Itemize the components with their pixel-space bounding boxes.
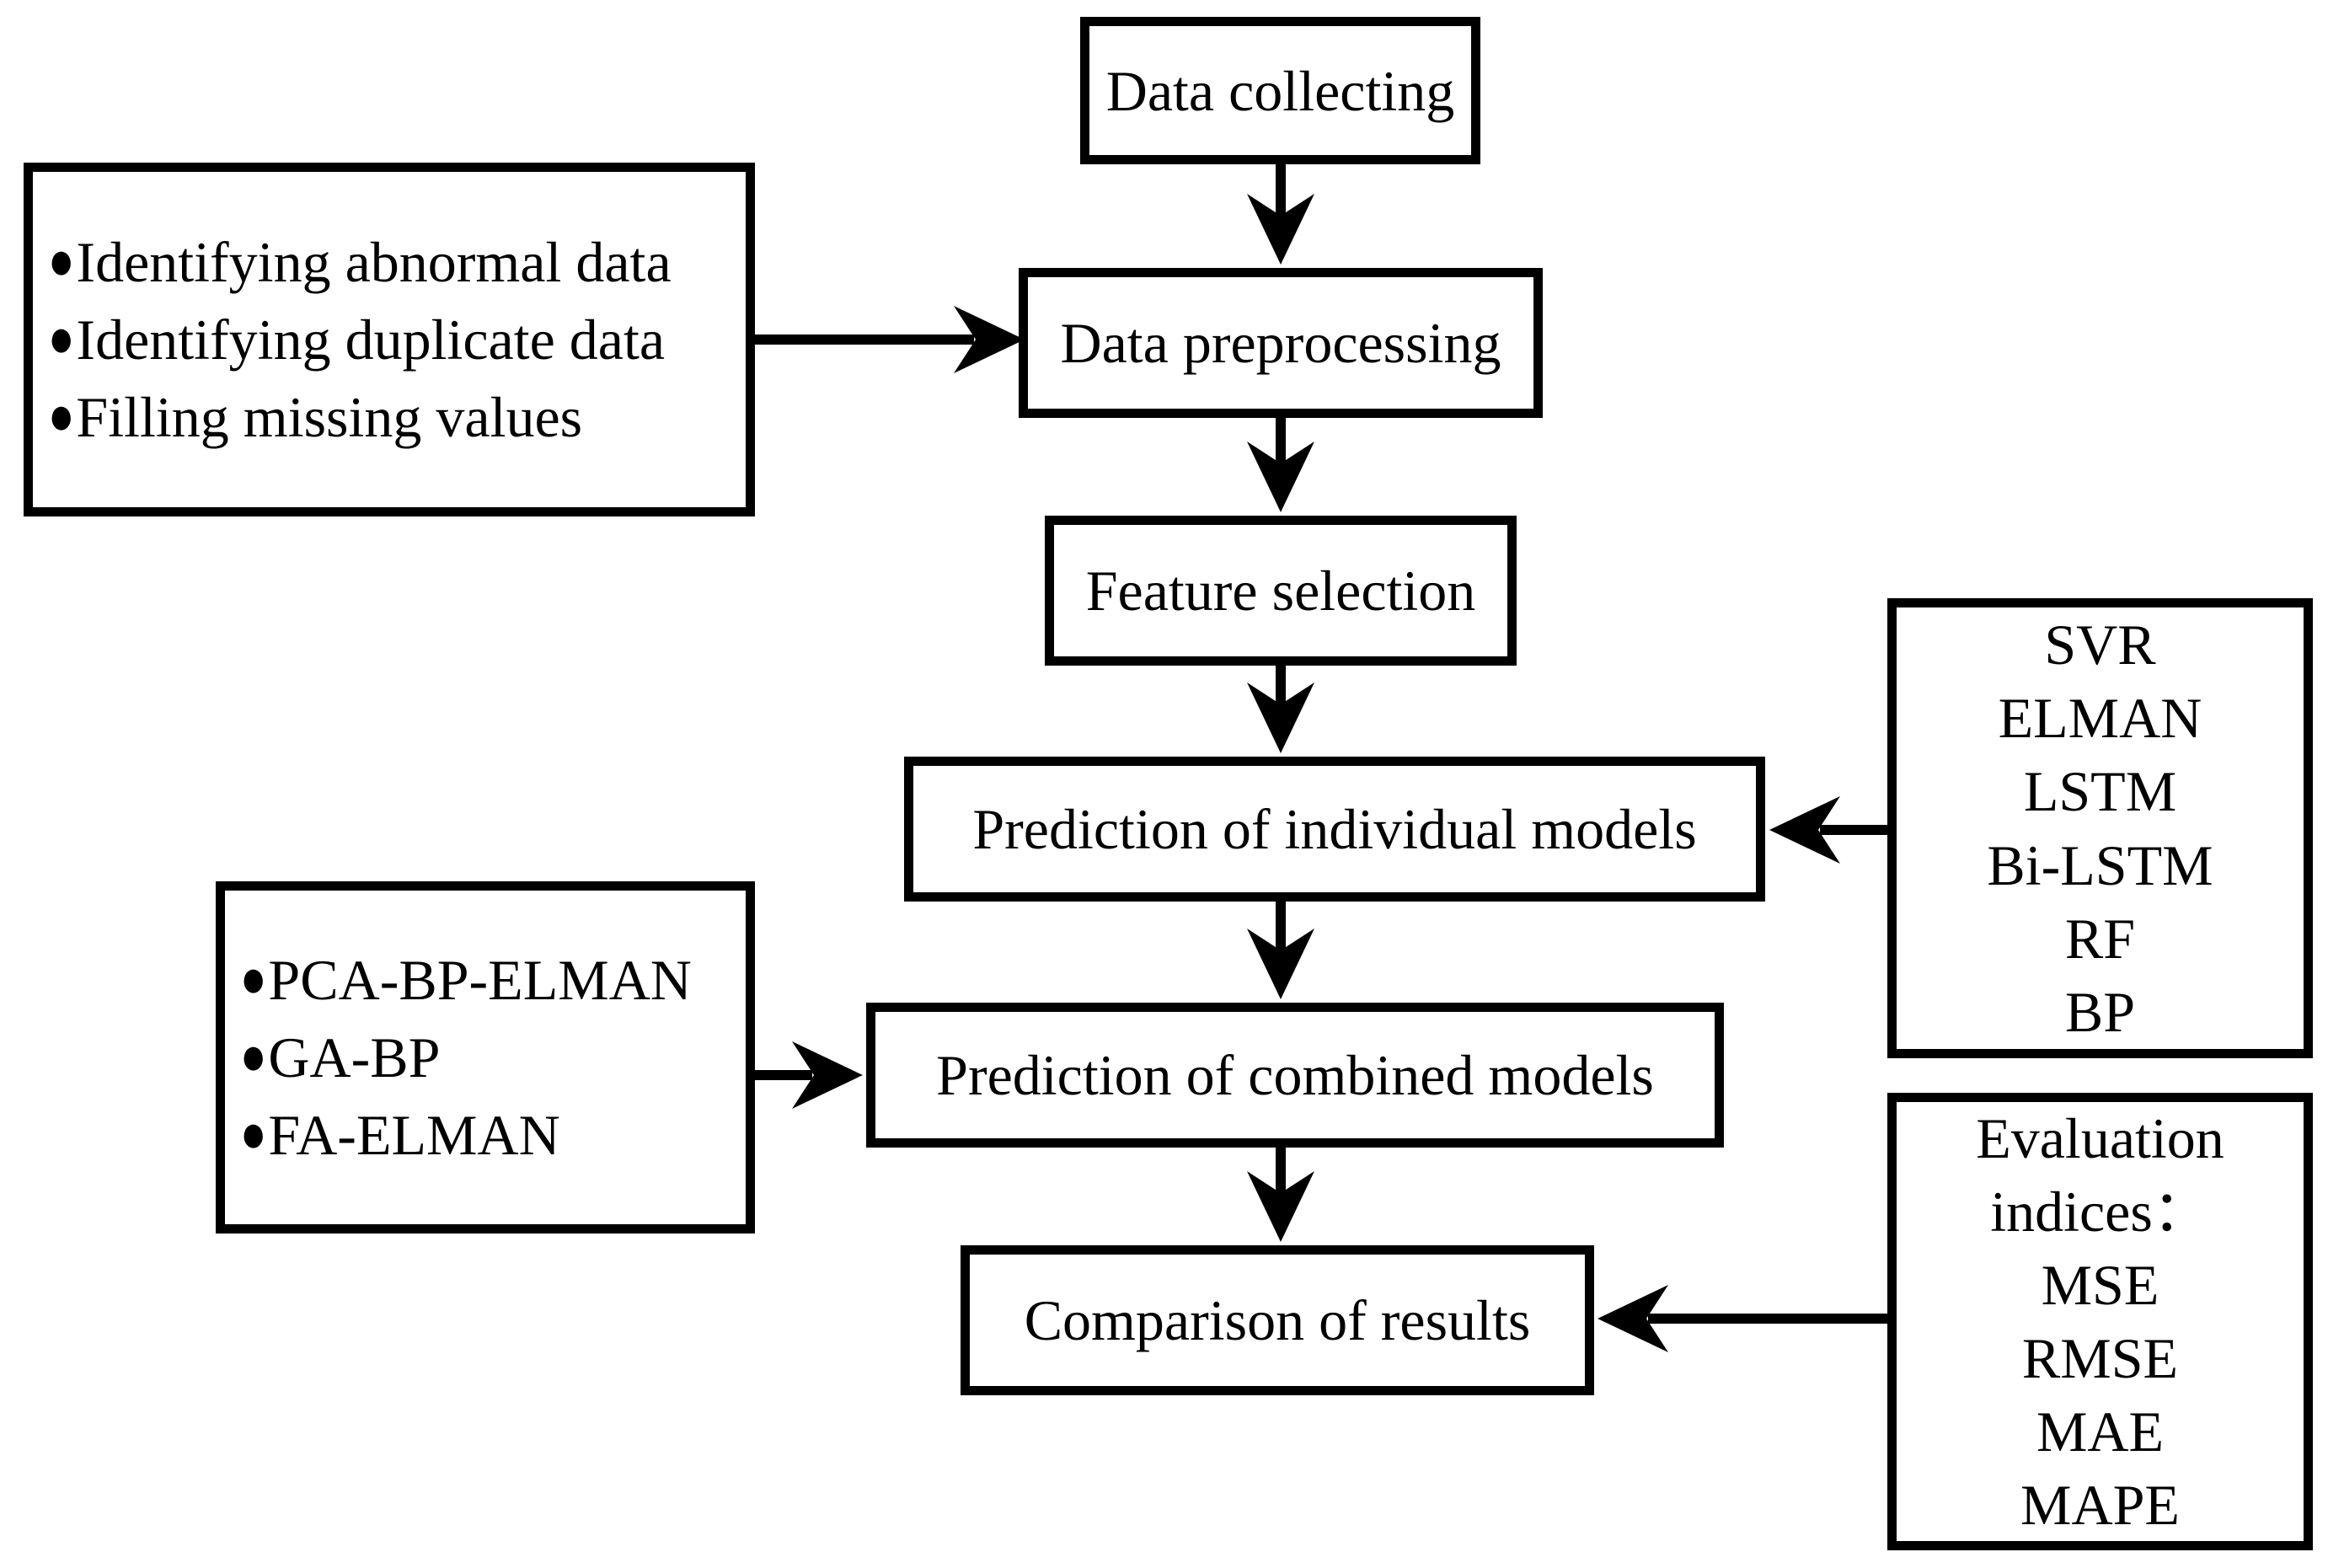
preprocessing-notes-box: ● Identifying abnormal data ● Identifyin… (24, 163, 755, 516)
list-item-label: FA-ELMAN (268, 1103, 560, 1167)
list-item: ● Identifying duplicate data (48, 301, 665, 378)
evaluation-index: MAPE (2020, 1472, 2180, 1537)
comparison-box: Comparison of results (961, 1245, 1594, 1395)
bullet-icon: ● (240, 1026, 267, 1087)
arrow-models-to-individual (1769, 796, 1891, 864)
bullet-icon: ● (48, 308, 75, 369)
list-item: ● Identifying abnormal data (48, 223, 672, 301)
arrow-individual-to-combined (1247, 898, 1314, 999)
comparison-label: Comparison of results (1024, 1288, 1531, 1352)
list-item-label: GA-BP (268, 1025, 441, 1089)
list-item: ● Filling missing values (48, 378, 582, 456)
individual-models-box: Prediction of individual models (904, 757, 1765, 902)
model-name: Bi-LSTM (1987, 832, 2213, 897)
evaluation-heading-line1: Evaluation (1976, 1106, 2224, 1171)
bullet-icon: ● (240, 949, 267, 1009)
arrow-preprocessing-to-feature (1247, 415, 1314, 512)
arrow-combined-notes-to-combined (750, 1041, 863, 1109)
evaluation-index: MSE (2041, 1253, 2159, 1318)
data-preprocessing-label: Data preprocessing (1060, 311, 1501, 375)
combined-models-label: Prediction of combined models (936, 1043, 1654, 1107)
model-name: BP (2064, 980, 2136, 1045)
individual-model-list-box: SVR ELMAN LSTM Bi-LSTM RF BP (1887, 598, 2313, 1058)
evaluation-index: RMSE (2021, 1325, 2179, 1390)
individual-models-label: Prediction of individual models (972, 797, 1697, 861)
data-collecting-label: Data collecting (1105, 58, 1455, 123)
list-item-label: Identifying abnormal data (76, 230, 672, 294)
bullet-icon: ● (48, 386, 75, 447)
arrow-feature-to-individual (1247, 662, 1314, 753)
evaluation-indices-box: Evaluation indices： MSE RMSE MAE MAPE (1887, 1093, 2313, 1550)
list-item-label: Identifying duplicate data (76, 308, 666, 372)
feature-selection-label: Feature selection (1085, 559, 1476, 623)
arrow-combined-to-comparison (1247, 1144, 1314, 1242)
arrow-evaluation-to-comparison (1597, 1285, 1891, 1352)
arrow-notes-to-preprocessing (748, 306, 1025, 373)
model-name: RF (2064, 906, 2136, 971)
list-item-label: PCA-BP-ELMAN (268, 948, 692, 1012)
model-name: LSTM (2023, 759, 2177, 824)
data-preprocessing-box: Data preprocessing (1019, 268, 1543, 418)
model-name: SVR (2044, 612, 2156, 677)
combined-notes-box: ● PCA-BP-ELMAN ● GA-BP ● FA-ELMAN (216, 881, 755, 1234)
evaluation-heading-line2: indices： (1990, 1180, 2210, 1244)
list-item: ● FA-ELMAN (240, 1096, 560, 1174)
data-collecting-box: Data collecting (1080, 17, 1480, 164)
arrow-collecting-to-preprocessing (1247, 158, 1314, 265)
feature-selection-box: Feature selection (1045, 516, 1517, 666)
bullet-icon: ● (240, 1104, 267, 1164)
bullet-icon: ● (48, 231, 75, 292)
model-name: ELMAN (1998, 686, 2202, 750)
list-item: ● GA-BP (240, 1019, 440, 1096)
combined-models-box: Prediction of combined models (866, 1003, 1724, 1148)
list-item: ● PCA-BP-ELMAN (240, 941, 692, 1019)
evaluation-index: MAE (2036, 1399, 2165, 1464)
list-item-label: Filling missing values (76, 385, 583, 449)
